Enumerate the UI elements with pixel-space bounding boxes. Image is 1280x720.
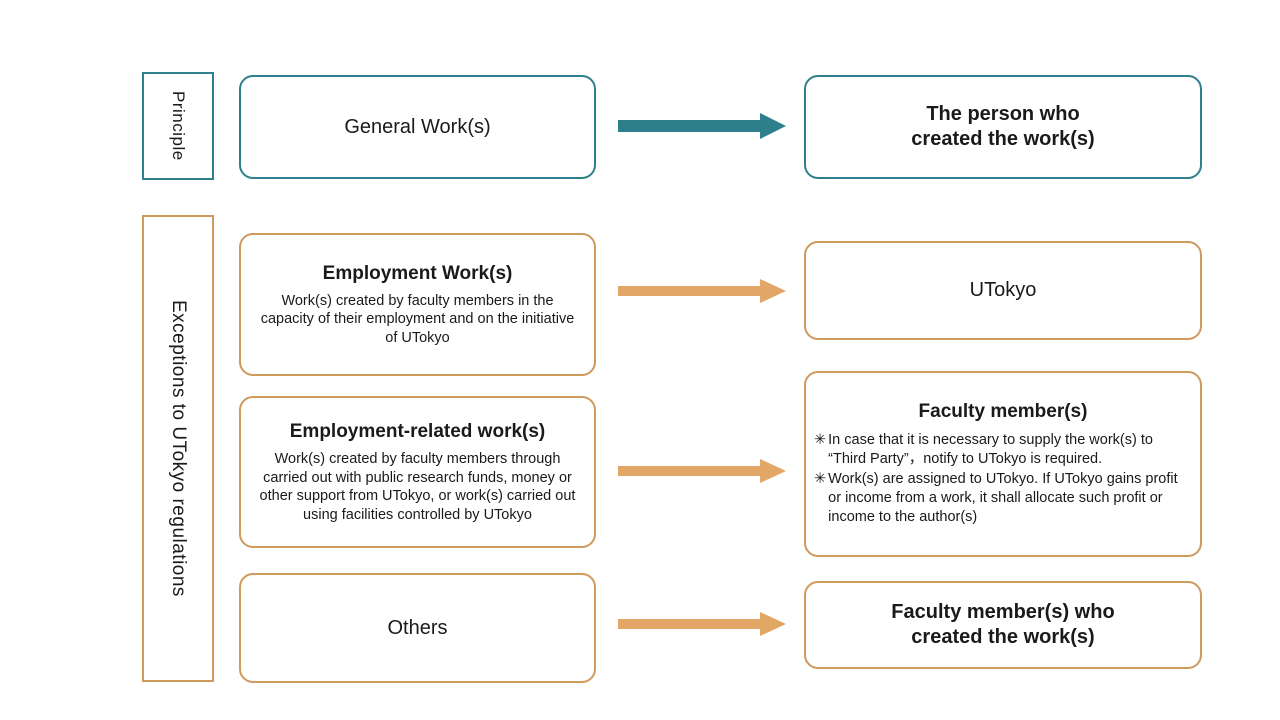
- note-text: Work(s) are assigned to UTokyo. If UToky…: [828, 471, 1178, 525]
- category-label-exceptions-text: Exceptions to UTokyo regulations: [168, 300, 189, 597]
- note-text: In case that it is necessary to supply t…: [828, 432, 1153, 468]
- note-item: ✳ Work(s) are assigned to UTokyo. If UTo…: [814, 470, 1194, 527]
- employment-work-title: Employment Work(s): [322, 262, 513, 284]
- category-label-principle: Principle: [142, 72, 214, 180]
- employment-related-work-box: Employment-related work(s) Work(s) creat…: [239, 396, 596, 548]
- arrow-right-teal: [618, 112, 786, 140]
- utokyo-title: UTokyo: [969, 279, 1037, 301]
- employment-related-work-description: Work(s) created by faculty members throu…: [259, 450, 576, 523]
- faculty-members-who-created-line2: created the work(s): [911, 626, 1095, 648]
- arrow-right-orange-employment-related: [618, 457, 786, 485]
- employment-work-description: Work(s) created by faculty members in th…: [260, 292, 575, 346]
- employment-work-box: Employment Work(s) Work(s) created by fa…: [239, 233, 596, 376]
- others-box: Others: [239, 573, 596, 683]
- person-who-created-title-line1: The person who: [926, 103, 1080, 125]
- arrow-right-orange-others: [618, 610, 786, 638]
- utokyo-box: UTokyo: [804, 241, 1202, 340]
- asterisk-icon: ✳: [814, 471, 827, 488]
- faculty-members-who-created-box: Faculty member(s) who created the work(s…: [804, 581, 1202, 669]
- category-label-principle-text: Principle: [169, 91, 188, 161]
- note-item: ✳ In case that it is necessary to supply…: [814, 431, 1194, 469]
- category-label-exceptions: Exceptions to UTokyo regulations: [142, 215, 214, 682]
- faculty-members-who-created-line1: Faculty member(s) who: [891, 601, 1115, 623]
- faculty-members-notes-box: Faculty member(s) ✳ In case that it is n…: [804, 371, 1202, 557]
- asterisk-icon: ✳: [814, 432, 827, 449]
- employment-related-work-title: Employment-related work(s): [289, 420, 546, 442]
- person-who-created-box: The person who created the work(s): [804, 75, 1202, 179]
- faculty-members-notes-list: ✳ In case that it is necessary to supply…: [806, 431, 1200, 527]
- general-work-box: General Work(s): [239, 75, 596, 179]
- arrow-right-orange-employment: [618, 277, 786, 305]
- general-work-title: General Work(s): [344, 115, 491, 138]
- others-title: Others: [387, 616, 448, 639]
- person-who-created-title-line2: created the work(s): [911, 128, 1095, 150]
- faculty-members-title: Faculty member(s): [918, 401, 1088, 423]
